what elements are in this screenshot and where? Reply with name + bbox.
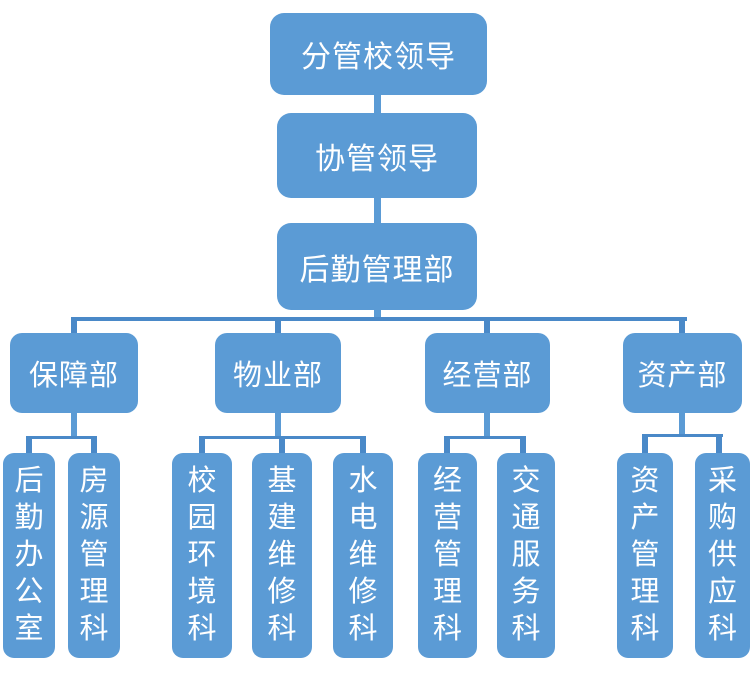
vertical-char: 维 — [348, 539, 378, 571]
vertical-char: 营 — [432, 502, 462, 534]
node-transport-section: 交通服务科 — [497, 453, 555, 658]
node-school-leader: 分管校领导 — [270, 13, 487, 95]
vertical-char: 建 — [267, 502, 297, 534]
connector-drop-procurement-section — [716, 434, 722, 454]
connector-trunk-horizontal — [71, 317, 687, 321]
vertical-char: 电 — [348, 502, 378, 534]
vertical-char: 科 — [79, 613, 109, 645]
vertical-char: 园 — [187, 502, 217, 534]
node-co-leader: 协管领导 — [277, 113, 477, 198]
node-property-dept: 物业部 — [215, 333, 341, 413]
vertical-char: 环 — [187, 539, 217, 571]
vertical-char: 房 — [79, 465, 109, 497]
node-infrastructure-section: 基建维修科 — [252, 453, 312, 658]
vertical-char: 供 — [707, 539, 737, 571]
connector-drop-transport-section — [520, 436, 526, 454]
vertical-char: 源 — [79, 502, 109, 534]
vertical-char: 办 — [14, 539, 44, 571]
connector-trunk-stub — [374, 309, 381, 319]
vertical-char: 维 — [267, 539, 297, 571]
vertical-char: 科 — [432, 613, 462, 645]
connector-drop-utilities-section — [360, 436, 366, 454]
connector-support-horizontal — [26, 436, 97, 439]
node-operations-dept: 经营部 — [425, 333, 550, 413]
vertical-char: 科 — [630, 613, 660, 645]
vertical-char: 科 — [348, 613, 378, 645]
vertical-char: 应 — [707, 576, 737, 608]
vertical-char: 交 — [511, 465, 541, 497]
vertical-char: 科 — [511, 613, 541, 645]
node-utilities-section: 水电维修科 — [333, 453, 393, 658]
vertical-char: 管 — [79, 539, 109, 571]
connector-drop-campus-env-section — [199, 436, 205, 454]
node-housing-section: 房源管理科 — [68, 453, 120, 658]
connector-assets-stub — [679, 413, 685, 436]
vertical-char: 修 — [267, 576, 297, 608]
vertical-char: 经 — [432, 465, 462, 497]
connector-property-stub — [275, 413, 281, 439]
connector-drop-infrastructure-section — [279, 436, 285, 454]
node-campus-env-section: 校园环境科 — [172, 453, 232, 658]
connector-drop-operation-mgmt-section — [444, 436, 450, 454]
vertical-char: 管 — [432, 539, 462, 571]
vertical-char: 通 — [511, 502, 541, 534]
connector-operations-stub — [484, 413, 490, 439]
vertical-char: 管 — [630, 539, 660, 571]
vertical-char: 公 — [14, 576, 44, 608]
vertical-char: 资 — [630, 465, 660, 497]
vertical-char: 科 — [707, 613, 737, 645]
vertical-char: 购 — [707, 502, 737, 534]
connector-drop-property-dept — [275, 317, 281, 334]
connector-drop-asset-mgmt-section — [642, 434, 648, 454]
connector-leader-coleader — [374, 94, 381, 114]
connector-coleader-logistics — [374, 197, 381, 224]
connector-drop-logistics-office — [26, 436, 32, 454]
vertical-char: 科 — [187, 613, 217, 645]
vertical-char: 基 — [267, 465, 297, 497]
node-logistics-management-dept: 后勤管理部 — [277, 223, 477, 310]
vertical-char: 务 — [511, 576, 541, 608]
connector-assets-horizontal — [642, 434, 723, 437]
node-assets-dept: 资产部 — [623, 333, 742, 413]
node-operation-mgmt-section: 经营管理科 — [418, 453, 477, 658]
vertical-char: 修 — [348, 576, 378, 608]
connector-drop-assets-dept — [679, 317, 685, 334]
vertical-char: 服 — [511, 539, 541, 571]
connector-operations-horizontal — [444, 436, 526, 439]
connector-drop-support-dept — [71, 317, 77, 334]
connector-support-stub — [71, 413, 77, 439]
node-procurement-section: 采购供应科 — [695, 453, 750, 658]
vertical-char: 理 — [630, 576, 660, 608]
connector-drop-operations-dept — [484, 317, 490, 334]
node-support-dept: 保障部 — [10, 333, 138, 413]
vertical-char: 后 — [14, 465, 44, 497]
connector-drop-housing-section — [91, 436, 97, 454]
vertical-char: 产 — [630, 502, 660, 534]
vertical-char: 理 — [79, 576, 109, 608]
vertical-char: 采 — [707, 465, 737, 497]
node-logistics-office: 后勤办公室 — [3, 453, 55, 658]
vertical-char: 水 — [348, 465, 378, 497]
vertical-char: 勤 — [14, 502, 44, 534]
vertical-char: 科 — [267, 613, 297, 645]
node-asset-mgmt-section: 资产管理科 — [617, 453, 673, 658]
vertical-char: 校 — [187, 465, 217, 497]
vertical-char: 室 — [14, 613, 44, 645]
vertical-char: 理 — [432, 576, 462, 608]
vertical-char: 境 — [187, 576, 217, 608]
